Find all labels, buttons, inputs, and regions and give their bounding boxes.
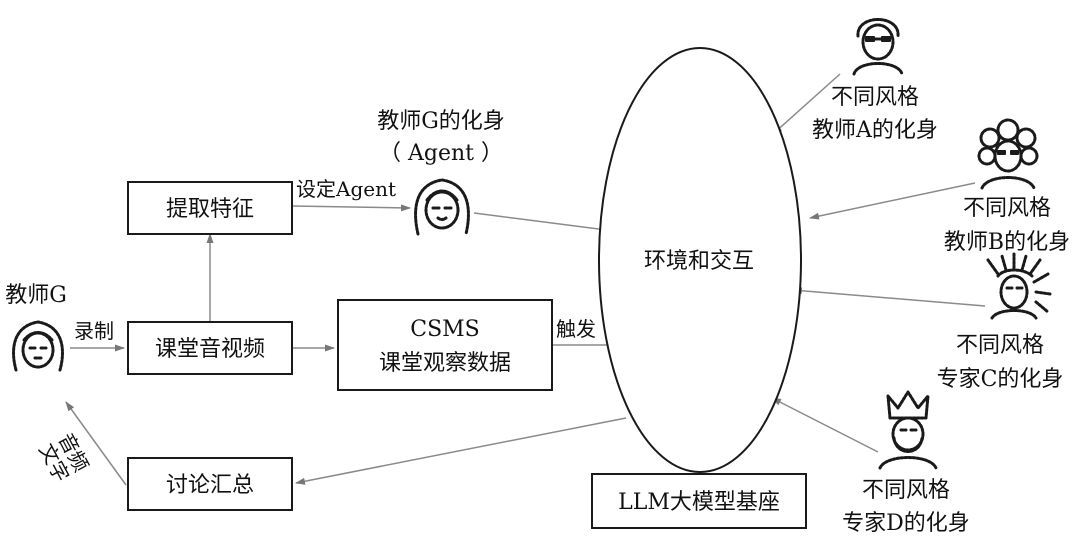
box-extract-label: 提取特征 <box>166 197 254 222</box>
persona-d-line1: 不同风格 <box>862 478 950 503</box>
box-extract-features: 提取特征 <box>127 181 293 235</box>
arrow-persona-b <box>809 182 976 220</box>
box-csms-line2: 课堂观察数据 <box>379 351 511 376</box>
female-teacher-icon <box>12 320 64 372</box>
environment-ellipse <box>598 47 802 473</box>
edge-label-audio-text: 音频 文字 <box>34 429 93 486</box>
arrow-env-to-discuss <box>295 417 627 485</box>
box-csms: CSMS 课堂观察数据 <box>337 299 553 391</box>
persona-d-line2: 专家D的化身 <box>842 511 970 536</box>
box-llm-label: LLM大模型基座 <box>618 490 780 515</box>
crowned-king-expert-icon <box>878 390 938 470</box>
avatar-title-line2: （ Agent ） <box>379 141 503 166</box>
edge-label-set-agent: 设定Agent <box>296 177 396 201</box>
arrow-set-agent <box>291 204 411 212</box>
teacher-label: 教师G <box>5 283 67 308</box>
box-csms-line1: CSMS <box>410 317 480 342</box>
arrow-persona-d <box>771 397 879 453</box>
arrow-persona-c <box>792 287 986 307</box>
arrow-avatar-to-env <box>473 212 623 235</box>
persona-b-line1: 不同风格 <box>963 196 1051 221</box>
persona-a-line2: 教师A的化身 <box>812 118 938 143</box>
persona-a-line1: 不同风格 <box>831 85 919 110</box>
environment-label: 环境和交互 <box>644 249 754 274</box>
persona-c-line1: 不同风格 <box>956 333 1044 358</box>
arrow-persona-a <box>772 73 841 135</box>
box-llm-base: LLM大模型基座 <box>591 473 807 529</box>
edge-label-record: 录制 <box>74 319 114 343</box>
box-video-label: 课堂音视频 <box>155 337 265 362</box>
edge-label-trigger: 触发 <box>556 317 596 341</box>
arrows <box>65 73 986 486</box>
persona-b-line2: 教师B的化身 <box>944 230 1070 255</box>
female-avatar-icon <box>414 178 470 236</box>
box-discuss-label: 讨论汇总 <box>166 473 254 498</box>
arrow-discuss-to-teacher <box>65 401 127 486</box>
feather-headdress-expert-icon <box>986 252 1052 320</box>
curly-hair-teacher-icon <box>977 118 1039 190</box>
box-class-video: 课堂音视频 <box>127 321 293 375</box>
box-discussion-summary: 讨论汇总 <box>127 457 293 511</box>
avatar-title-line1: 教师G的化身 <box>377 109 505 134</box>
glasses-teacher-icon <box>852 18 904 76</box>
persona-c-line2: 专家C的化身 <box>937 367 1064 392</box>
